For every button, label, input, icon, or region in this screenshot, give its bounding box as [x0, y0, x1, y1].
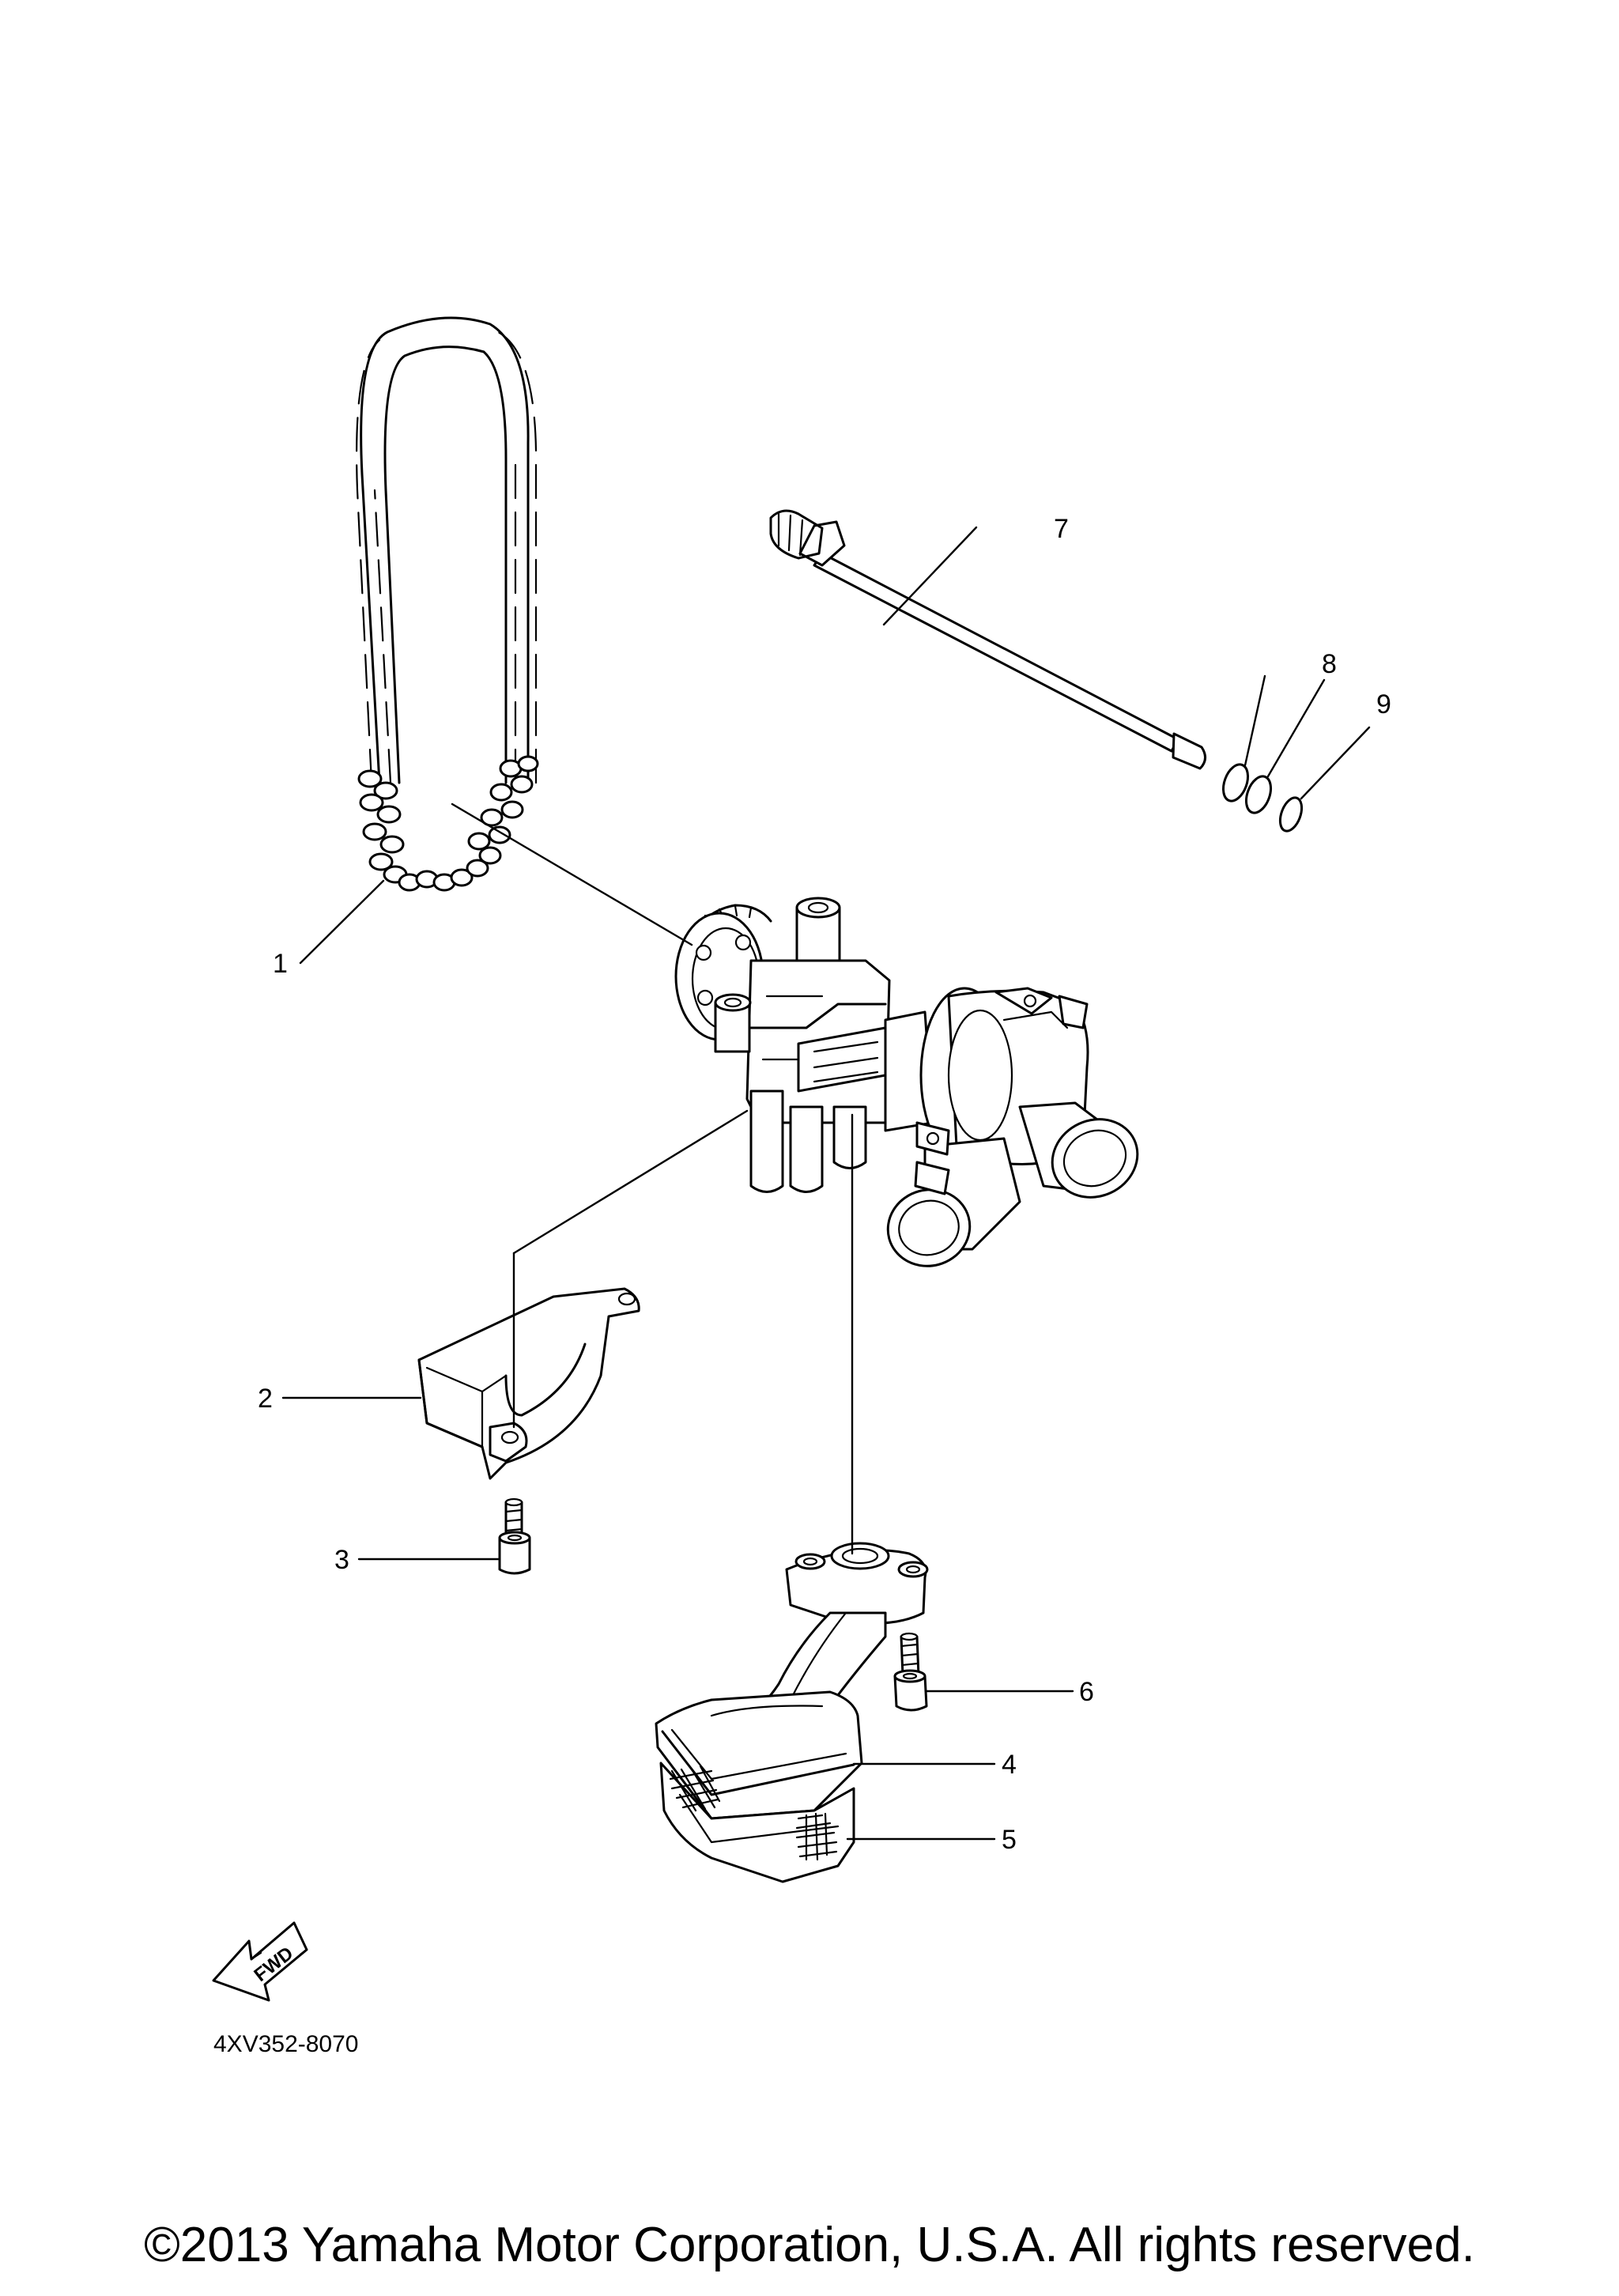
- callout-6: 6: [1079, 1677, 1094, 1707]
- callout-3: 3: [334, 1545, 349, 1575]
- part-4-5-oil-strainer: [655, 1542, 929, 1883]
- callout-4: 4: [1002, 1750, 1017, 1780]
- assembly-lines: [451, 802, 854, 1555]
- part-1-oil-pump-drive-chain: [356, 316, 539, 892]
- part-8-o-rings: [1221, 763, 1273, 814]
- callout-labels: 1 2 3 4 5 6 7 8 9: [258, 514, 1391, 1855]
- oil-pump-assembly: [674, 897, 1139, 1267]
- callout-2: 2: [258, 1384, 273, 1414]
- callout-leaders: [281, 526, 1371, 1841]
- strainer-mesh: [669, 1765, 838, 1861]
- copyright-notice: ©2013 Yamaha Motor Corporation, U.S.A. A…: [144, 2218, 1475, 2272]
- fwd-arrow-icon: FWD: [212, 1921, 308, 2002]
- part-3-bolt: [498, 1497, 531, 1575]
- callout-1: 1: [273, 949, 288, 979]
- callout-5: 5: [1002, 1825, 1017, 1855]
- callout-8: 8: [1322, 649, 1337, 679]
- callout-9: 9: [1376, 689, 1391, 719]
- part-6-bolt: [893, 1632, 928, 1712]
- chain-links: [357, 755, 539, 892]
- part-2-pump-cover: [417, 1287, 640, 1480]
- diagram-part-code: 4XV352-8070: [213, 2031, 359, 2057]
- part-7-shaft: [769, 509, 1206, 770]
- part-9-o-ring: [1278, 796, 1304, 833]
- callout-7: 7: [1054, 514, 1069, 544]
